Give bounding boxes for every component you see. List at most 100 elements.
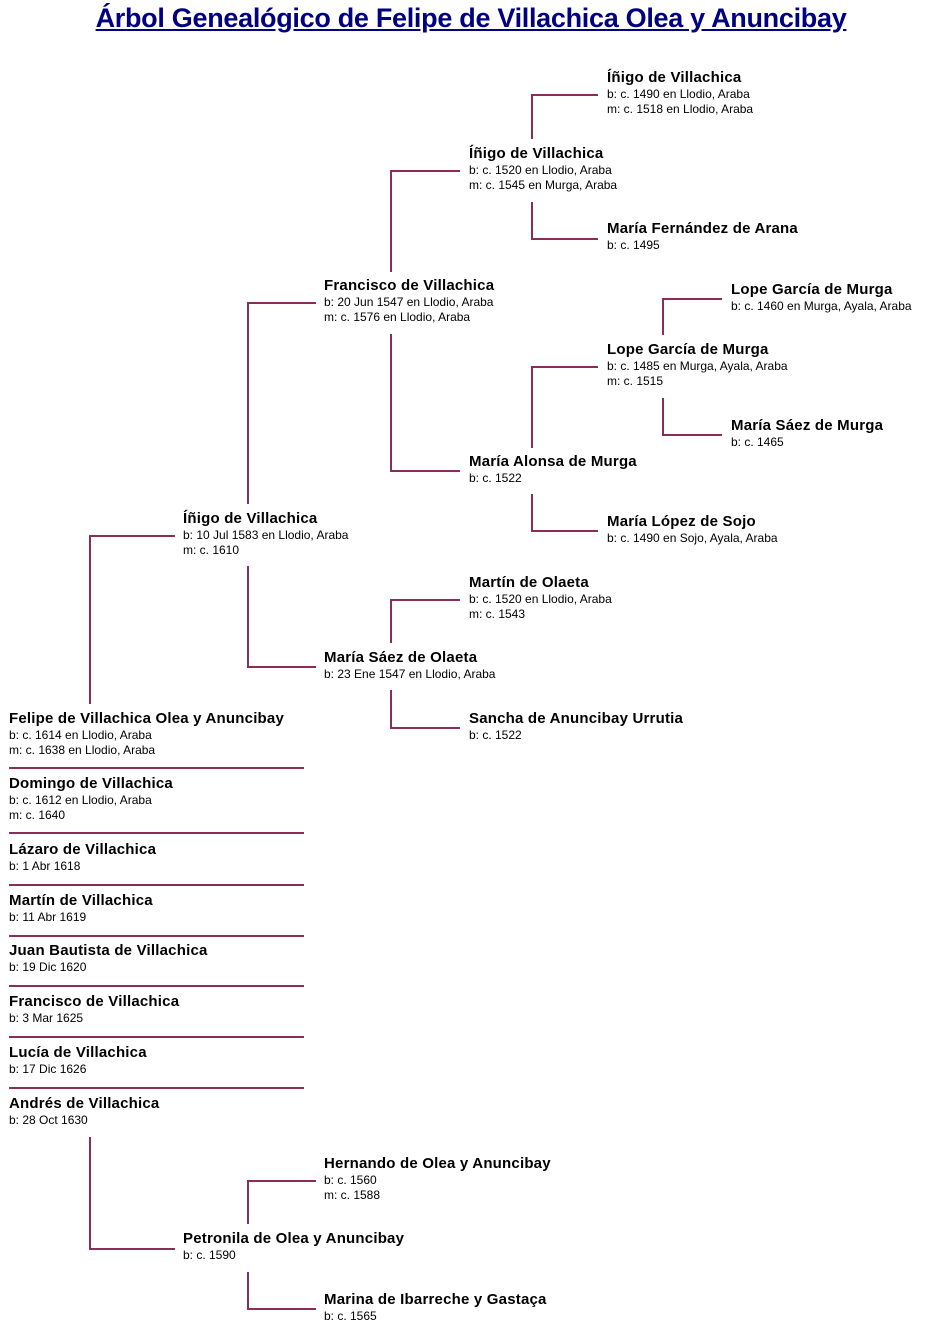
person-name[interactable]: Íñigo de Villachica <box>607 69 742 86</box>
person-name[interactable]: Íñigo de Villachica <box>183 510 318 527</box>
person-name[interactable]: Domingo de Villachica <box>9 775 173 792</box>
person-detail: b: c. 1612 en Llodio, Araba <box>9 793 152 807</box>
person-name[interactable]: María López de Sojo <box>607 513 756 530</box>
page-title[interactable]: Árbol Genealógico de Felipe de Villachic… <box>95 3 847 33</box>
person-detail: b: 23 Ene 1547 en Llodio, Araba <box>324 667 496 681</box>
connector-line <box>247 566 249 668</box>
person-name[interactable]: María Sáez de Olaeta <box>324 649 478 666</box>
connector-line <box>89 535 175 537</box>
person-name[interactable]: Íñigo de Villachica <box>469 145 604 162</box>
person-name[interactable]: Juan Bautista de Villachica <box>9 942 208 959</box>
person-name[interactable]: María Sáez de Murga <box>731 417 884 434</box>
person-name[interactable]: Felipe de Villachica Olea y Anuncibay <box>9 710 285 727</box>
connector-line <box>89 1137 91 1250</box>
connector-line <box>662 434 722 436</box>
connector-line <box>390 170 392 272</box>
person-detail: m: c. 1518 en Llodio, Araba <box>607 102 754 116</box>
person-detail: b: 10 Jul 1583 en Llodio, Araba <box>183 528 349 542</box>
person-detail: b: 19 Dic 1620 <box>9 960 87 974</box>
person-detail: b: c. 1490 en Llodio, Araba <box>607 87 750 101</box>
connector-line <box>662 398 664 436</box>
person-detail: b: 17 Dic 1626 <box>9 1062 87 1076</box>
person-name[interactable]: Sancha de Anuncibay Urrutia <box>469 710 684 727</box>
connector-line <box>531 366 598 368</box>
connector-line <box>662 298 664 335</box>
person-name[interactable]: Martín de Villachica <box>9 892 153 909</box>
connector-line <box>390 599 460 601</box>
person-detail: b: 20 Jun 1547 en Llodio, Araba <box>324 295 494 309</box>
connector-line <box>390 599 392 643</box>
person-detail: b: 3 Mar 1625 <box>9 1011 84 1025</box>
person-detail: m: c. 1543 <box>469 607 526 621</box>
person-name[interactable]: Lope García de Murga <box>731 281 893 298</box>
connector-line <box>247 1272 249 1310</box>
person-detail: b: c. 1520 en Llodio, Araba <box>469 163 612 177</box>
person-name[interactable]: María Fernández de Arana <box>607 220 798 237</box>
connector-line <box>390 334 392 472</box>
person-detail: b: 1 Abr 1618 <box>9 859 81 873</box>
connector-line <box>247 302 249 504</box>
person-name[interactable]: Lope García de Murga <box>607 341 769 358</box>
sibling-divider <box>9 884 304 886</box>
connector-line <box>531 366 533 448</box>
person-detail: m: c. 1545 en Murga, Araba <box>469 178 618 192</box>
person-detail: b: c. 1520 en Llodio, Araba <box>469 592 612 606</box>
person-detail: m: c. 1576 en Llodio, Araba <box>324 310 471 324</box>
connector-line <box>390 170 460 172</box>
sibling-divider <box>9 767 304 769</box>
person-detail: b: c. 1522 <box>469 471 522 485</box>
connector-line <box>89 1248 175 1250</box>
person-detail: b: c. 1565 <box>324 1309 377 1323</box>
connector-line <box>390 690 392 729</box>
connector-line <box>247 302 316 304</box>
person-detail: m: c. 1610 <box>183 543 240 557</box>
person-detail: b: c. 1460 en Murga, Ayala, Araba <box>731 299 912 313</box>
person-name[interactable]: Martín de Olaeta <box>469 574 589 591</box>
person-detail: b: c. 1495 <box>607 238 660 252</box>
connector-line <box>247 1180 316 1182</box>
person-detail: m: c. 1640 <box>9 808 66 822</box>
person-name[interactable]: Andrés de Villachica <box>9 1095 160 1112</box>
sibling-divider <box>9 832 304 834</box>
person-name[interactable]: Lucía de Villachica <box>9 1044 147 1061</box>
person-detail: m: c. 1588 <box>324 1188 381 1202</box>
person-detail: b: c. 1614 en Llodio, Araba <box>9 728 152 742</box>
connector-line <box>531 238 598 240</box>
connector-line <box>89 535 91 704</box>
person-name[interactable]: Marina de Ibarreche y Gastaça <box>324 1291 547 1308</box>
person-name[interactable]: Lázaro de Villachica <box>9 841 157 858</box>
sibling-divider <box>9 1036 304 1038</box>
connector-line <box>531 94 533 139</box>
connector-line <box>390 470 460 472</box>
person-name[interactable]: María Alonsa de Murga <box>469 453 637 470</box>
person-name[interactable]: Petronila de Olea y Anuncibay <box>183 1230 405 1247</box>
person-detail: m: c. 1515 <box>607 374 664 388</box>
person-name[interactable]: Francisco de Villachica <box>324 277 495 294</box>
connector-line <box>531 494 533 532</box>
person-detail: b: c. 1590 <box>183 1248 236 1262</box>
person-name[interactable]: Hernando de Olea y Anuncibay <box>324 1155 551 1172</box>
connector-line <box>531 94 598 96</box>
person-name[interactable]: Francisco de Villachica <box>9 993 180 1010</box>
